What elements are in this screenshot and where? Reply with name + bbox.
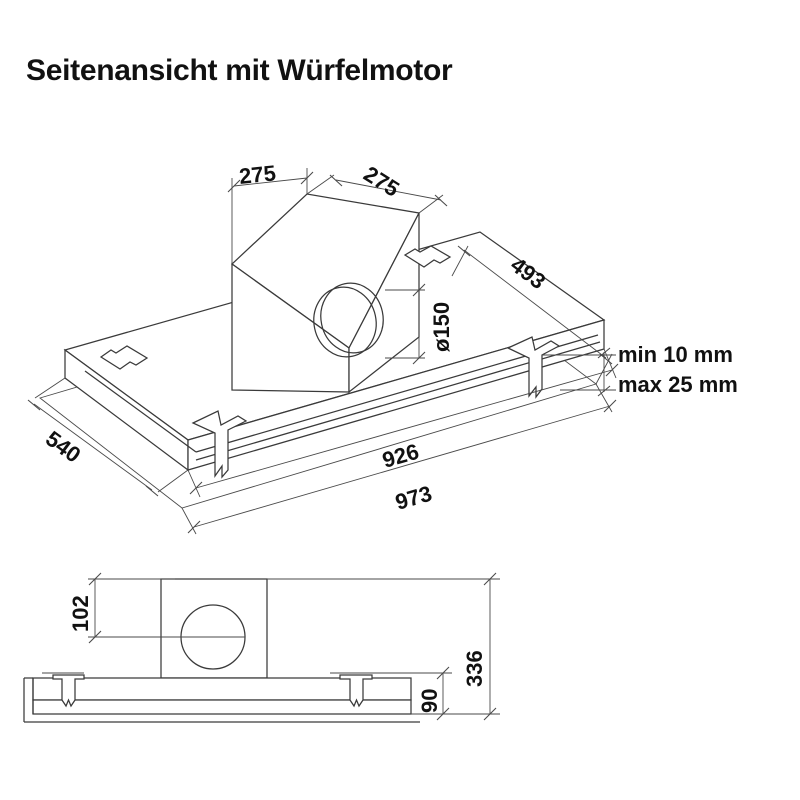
motor-cube xyxy=(231,193,420,394)
dimension-label-540: 540 xyxy=(41,426,85,468)
elevation-hood-body xyxy=(23,677,420,723)
note-min-gap: min 10 mm xyxy=(618,342,733,367)
dimension-90: 90 xyxy=(372,666,452,721)
dimension-label-336: 336 xyxy=(462,650,487,687)
elevation-motor-box xyxy=(160,578,268,679)
dimension-install-gap: min 10 mm max 25 mm xyxy=(542,342,738,397)
mounting-clip-right xyxy=(506,336,561,399)
dimension-label-90: 90 xyxy=(417,689,442,713)
mounting-clip-rear-right xyxy=(403,245,452,268)
dimension-diameter-150: ø150 xyxy=(385,283,454,365)
dimension-label-102: 102 xyxy=(68,595,93,632)
dimension-label-926: 926 xyxy=(379,439,421,473)
dimension-label-275-width: 275 xyxy=(238,160,277,189)
note-max-gap: max 25 mm xyxy=(618,372,738,397)
dimension-label-diameter-150: ø150 xyxy=(429,302,454,352)
dimension-label-973: 973 xyxy=(392,481,434,515)
mounting-clip-front xyxy=(191,410,248,479)
page-title: Seitenansicht mit Würfelmotor xyxy=(26,54,453,87)
dimension-275-width: 275 xyxy=(227,160,314,264)
isometric-view: 275 275 ø150 xyxy=(27,160,738,535)
elevation-clip-right xyxy=(330,672,373,708)
dimension-102: 102 xyxy=(68,572,175,644)
dimension-label-275-depth: 275 xyxy=(359,161,403,202)
elevation-clip-left xyxy=(42,672,85,708)
mounting-clip-left-rear xyxy=(99,345,149,370)
elevation-view: 102 336 90 xyxy=(23,572,500,723)
